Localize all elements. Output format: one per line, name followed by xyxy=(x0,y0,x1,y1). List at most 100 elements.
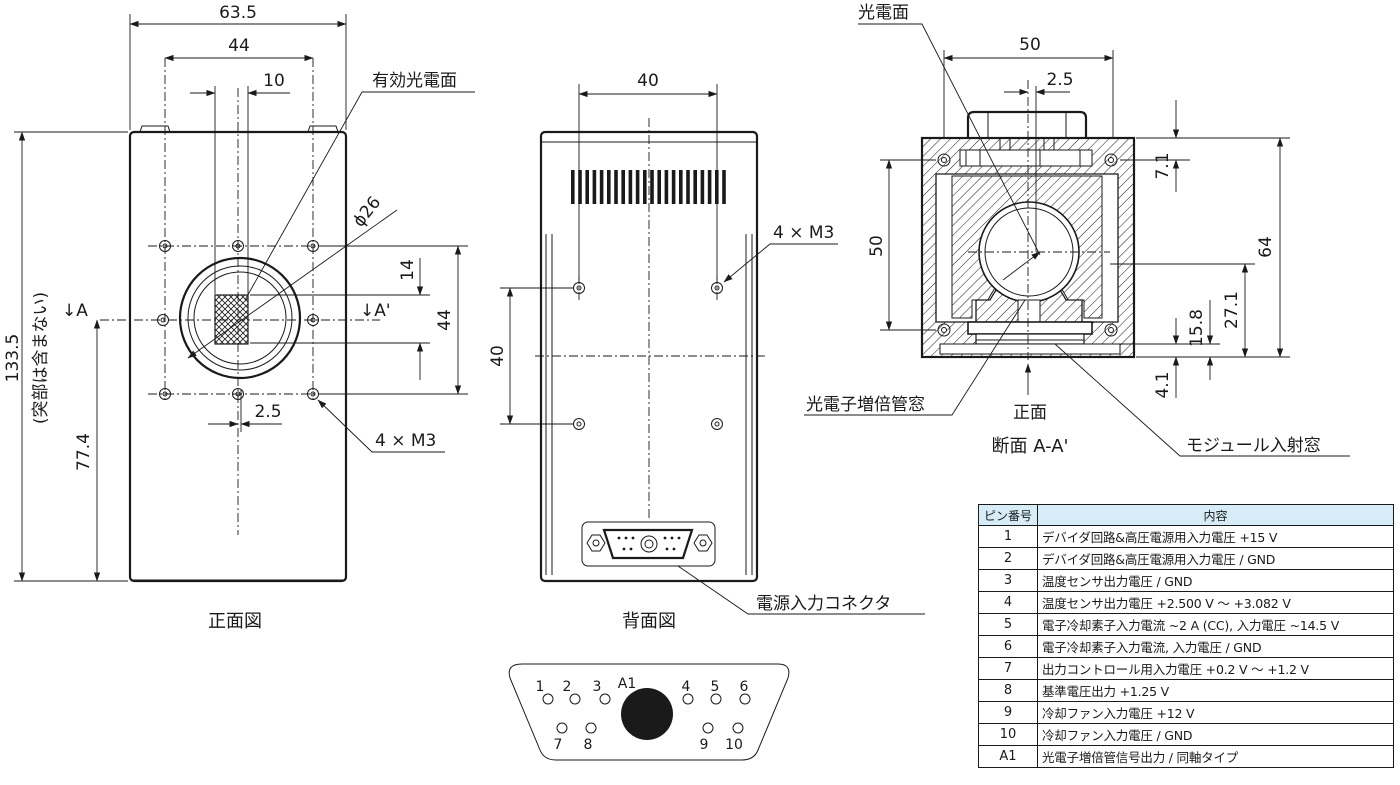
section-screw xyxy=(1104,153,1118,167)
vent-slot xyxy=(664,170,669,204)
pin-label: 9 xyxy=(700,737,709,753)
front-mount-hole xyxy=(159,388,171,400)
front-dim-center-height: 77.4 xyxy=(74,433,94,471)
pin-description: 電子冷却素子入力電流 ~2 A (CC), 入力電圧 ~14.5 V xyxy=(1037,613,1394,636)
pin-contact xyxy=(599,693,611,705)
header-content: 内容 xyxy=(1037,504,1394,526)
label-active-area: 有効光電面 xyxy=(372,71,457,91)
vent-slot xyxy=(679,170,683,204)
pin-number: 6 xyxy=(978,635,1038,658)
pin-description: 基準電圧出力 +1.25 V xyxy=(1037,679,1394,702)
pin-contact xyxy=(569,693,581,705)
section-mark-right: ↓A' xyxy=(360,301,391,321)
pin-description: デバイダ回路&高圧電源用入力電圧 / GND xyxy=(1037,547,1394,570)
front-dim-height-note: (突部は含まない) xyxy=(31,292,51,424)
pin-label: 4 xyxy=(682,679,691,695)
vent-slot xyxy=(643,170,647,204)
front-dim-hole-pitch: 44 xyxy=(228,36,250,56)
pin-contact xyxy=(739,693,751,705)
front-dim-height: 133.5 xyxy=(3,334,23,383)
pin-number: A1 xyxy=(978,745,1038,768)
vent-slot xyxy=(607,170,611,204)
header-pin-number: ピン番号 xyxy=(978,504,1038,526)
pin-description: デバイダ回路&高圧電源用入力電圧 +15 V xyxy=(1037,525,1394,548)
pin-label: 10 xyxy=(725,737,743,753)
pin-description: 冷却ファン入力電圧 / GND xyxy=(1037,723,1394,746)
pin-label: A1 xyxy=(618,676,636,692)
front-mount-hole xyxy=(232,388,244,400)
pin-contact xyxy=(710,693,722,705)
front-mount-hole xyxy=(232,240,244,252)
label-photocathode: 光電面 xyxy=(858,3,909,23)
front-label-screw: 4 × M3 xyxy=(375,431,436,451)
back-view: 40 40 4 × M3 電源入力コネクタ 背面図 xyxy=(488,71,925,632)
pin-number: 3 xyxy=(978,569,1038,592)
front-dim-vertical-pitch: 44 xyxy=(435,309,455,331)
section-dim-offset: 2.5 xyxy=(1046,70,1073,90)
vent-slot xyxy=(693,170,697,204)
pin-label: 1 xyxy=(536,679,545,695)
vent-slot xyxy=(635,170,640,204)
pin-description: 電子冷却素子入力電流, 入力電圧 / GND xyxy=(1037,635,1394,658)
table-header-row: ピン番号 内容 xyxy=(978,504,1394,526)
vent-slot xyxy=(707,170,712,204)
front-view: 63.5 44 10 有効光電面 ϕ26 133.5 (突部は含まない) 77.… xyxy=(3,3,475,632)
front-mount-hole xyxy=(307,388,319,400)
section-dim-27-1: 27.1 xyxy=(1222,291,1242,329)
vent-slot xyxy=(585,170,589,204)
section-screw xyxy=(937,153,951,167)
pin-label: 5 xyxy=(711,679,720,695)
back-dim-hole-pitch-v: 40 xyxy=(488,345,508,367)
back-mount-hole xyxy=(711,282,723,294)
front-dim-window-dia: ϕ26 xyxy=(349,193,385,231)
pin-number: 1 xyxy=(978,525,1038,548)
front-mount-hole xyxy=(157,314,169,326)
connector-pinout: 1 2 3 A1 4 5 6 7 8 9 10 xyxy=(508,663,790,761)
front-mount-hole xyxy=(307,240,319,252)
coax-contact-a1 xyxy=(621,688,673,740)
pin-contact xyxy=(542,693,554,705)
vent-slot xyxy=(722,170,726,204)
pin-description: 温度センサ出力電圧 +2.500 V ～ +3.082 V xyxy=(1037,591,1394,614)
back-dim-hole-pitch-h: 40 xyxy=(637,71,659,91)
back-mount-hole xyxy=(573,418,585,430)
pin-description: 冷却ファン入力電圧 +12 V xyxy=(1037,701,1394,724)
input-window xyxy=(178,256,302,380)
vent-slot xyxy=(671,170,676,204)
section-screw xyxy=(937,323,951,337)
back-label-connector: 電源入力コネクタ xyxy=(756,594,891,614)
hex-standoff xyxy=(693,534,713,552)
pin-number: 9 xyxy=(978,701,1038,724)
vent-slot xyxy=(621,170,625,204)
back-power-connector xyxy=(581,521,716,567)
section-view: 50 2.5 50 7.1 64 27.1 15.8 4.1 光電面 光電子増 xyxy=(804,3,1350,457)
vent-slot xyxy=(599,170,604,204)
vent-slot xyxy=(628,170,633,204)
pin-number: 7 xyxy=(978,657,1038,680)
front-dim-active-width: 10 xyxy=(263,71,285,91)
front-mount-hole xyxy=(159,240,171,252)
front-housing xyxy=(128,130,348,583)
pin-description: 光電子増倍管信号出力 / 同軸タイプ xyxy=(1037,745,1394,768)
pin-description: 温度センサ出力電圧 / GND xyxy=(1037,569,1394,592)
pin-contact xyxy=(732,722,744,734)
hex-standoff xyxy=(586,534,606,552)
back-label-screw: 4 × M3 xyxy=(773,223,834,243)
pin-number: 8 xyxy=(978,679,1038,702)
pin-contact xyxy=(585,722,597,734)
pin-label: 7 xyxy=(554,737,563,753)
section-dim-inner-height: 50 xyxy=(867,235,887,257)
label-pmt-window: 光電子増倍管窓 xyxy=(806,395,925,415)
vent-grille xyxy=(571,170,726,204)
pin-number: 4 xyxy=(978,591,1038,614)
front-dim-offset-2-5: 2.5 xyxy=(254,402,281,422)
